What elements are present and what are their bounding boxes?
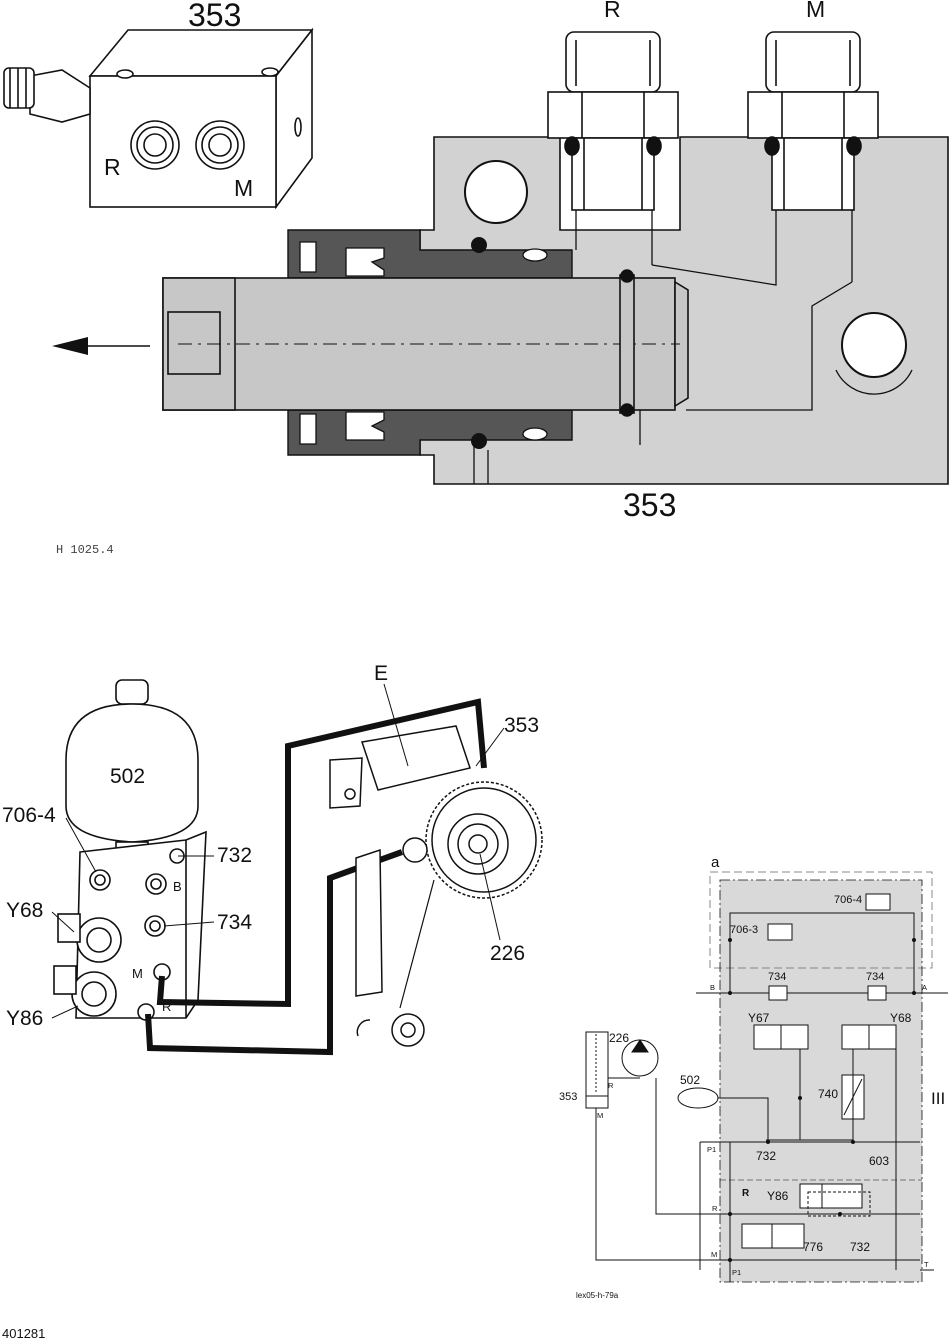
sch-y86: Y86 — [767, 1189, 789, 1203]
sch-732-bottom: 732 — [850, 1240, 870, 1254]
assembly-figure: 502 706-4 732 734 Y68 Y86 B M R E 353 22… — [2, 662, 543, 1056]
sch-m-line: M — [711, 1250, 717, 1259]
label-m: M — [132, 966, 143, 981]
sch-353: 353 — [559, 1091, 577, 1103]
label-706-4: 706-4 — [2, 804, 56, 827]
valve-block-label: 353 — [188, 0, 241, 33]
sch-port-a: A — [922, 983, 927, 992]
gear — [399, 781, 543, 1009]
top-figure: 353 R M — [3, 0, 949, 557]
drawing-ref: H 1025.4 — [56, 543, 114, 557]
sch-740: 740 — [818, 1087, 838, 1101]
fitting-r — [547, 31, 679, 211]
section-label: 353 — [623, 487, 676, 523]
label-502: 502 — [110, 765, 145, 788]
sch-706-3: 706-3 — [730, 924, 758, 936]
label-y86: Y86 — [6, 1007, 43, 1030]
sch-m-label: M — [597, 1111, 603, 1120]
leader-lines — [51, 683, 505, 1019]
valve-block-port-r: R — [104, 154, 121, 180]
port-bore-right — [841, 312, 907, 378]
valve-block-port-m: M — [234, 175, 253, 201]
fitting-m-label: M — [806, 0, 825, 22]
sch-p1-bottom: P1 — [732, 1268, 741, 1277]
label-b: B — [173, 879, 182, 894]
schematic-lines — [585, 893, 948, 1282]
hoses — [145, 698, 487, 1056]
label-732: 732 — [217, 844, 252, 867]
sch-706-4: 706-4 — [834, 894, 862, 906]
schematic-junctions — [728, 938, 916, 1262]
sch-r-marker: R — [742, 1188, 750, 1199]
hydraulic-schematic: a 706-4 706-3 734 734 B A Y67 Y68 226 35… — [559, 854, 948, 1300]
label-e: E — [374, 662, 388, 685]
fitting-r-label: R — [604, 0, 621, 22]
sch-frame-a: a — [711, 854, 720, 871]
piston — [162, 269, 689, 417]
pump-bracket — [329, 725, 471, 1047]
port-bore-top — [464, 160, 528, 224]
sch-t-line: T — [924, 1260, 929, 1269]
sch-y67: Y67 — [748, 1011, 770, 1025]
sch-734-left: 734 — [768, 971, 786, 983]
accumulator — [65, 679, 199, 857]
fitting-m — [747, 31, 879, 211]
sch-port-b: B — [710, 983, 715, 992]
sch-502: 502 — [680, 1073, 700, 1087]
direction-arrow — [52, 337, 150, 355]
figure-number: 401281 — [2, 1326, 45, 1341]
sch-776: 776 — [803, 1240, 823, 1254]
hydraulic-block — [53, 830, 207, 1021]
sch-y68: Y68 — [890, 1011, 912, 1025]
sch-734-right: 734 — [866, 971, 884, 983]
valve-block-iso — [3, 27, 314, 210]
sch-roman-iii: III — [931, 1089, 945, 1108]
sch-r-line: R — [712, 1204, 718, 1213]
sch-ref: lex05-h-79a — [576, 1291, 619, 1300]
sch-226: 226 — [609, 1031, 629, 1045]
sch-p1-top: P1 — [707, 1145, 716, 1154]
sch-603: 603 — [869, 1154, 889, 1168]
label-226: 226 — [490, 942, 525, 965]
label-y68: Y68 — [6, 899, 43, 922]
sch-r-label: R — [608, 1081, 614, 1090]
label-734: 734 — [217, 911, 252, 934]
label-r: R — [162, 999, 171, 1014]
label-353: 353 — [504, 714, 539, 737]
sch-732-top: 732 — [756, 1149, 776, 1163]
